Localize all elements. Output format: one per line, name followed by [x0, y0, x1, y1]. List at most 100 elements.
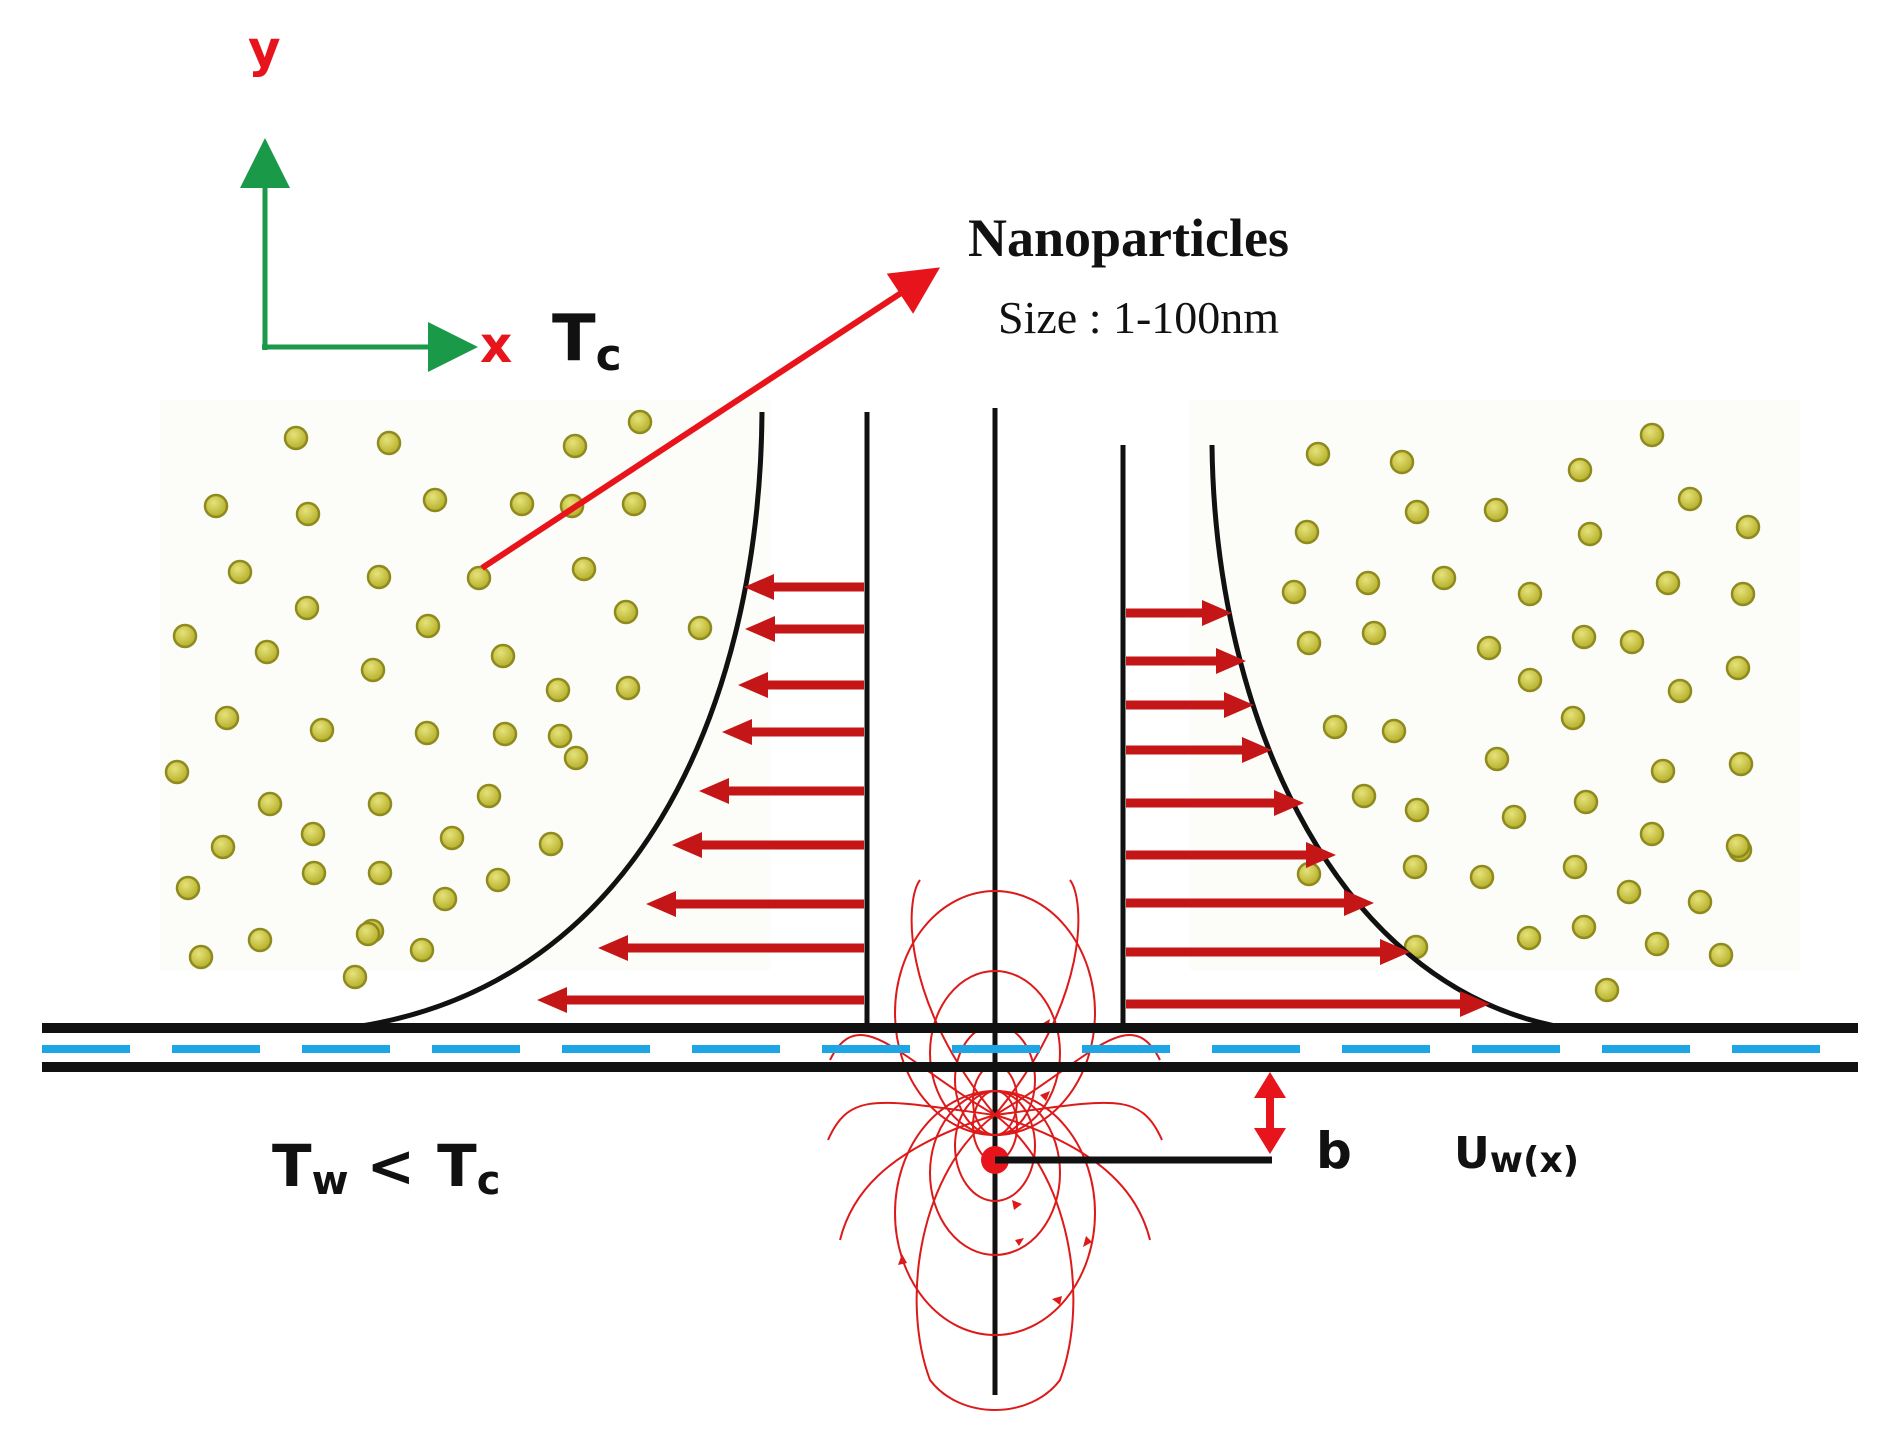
nanoparticle	[613, 599, 639, 625]
nanoparticles-size: Size : 1-100nm	[998, 292, 1279, 343]
nanoparticle	[538, 831, 564, 857]
nanoparticle	[1730, 581, 1756, 607]
velocity-arrow	[722, 719, 864, 745]
nanoparticle	[1483, 497, 1509, 523]
labels: Nanoparticles Size : 1-100nm Tc Tw<Tc b …	[272, 208, 1579, 1204]
wall-temperature-relation: Tw<Tc	[272, 1132, 500, 1204]
nanoparticle	[300, 821, 326, 847]
nanoparticles-title: Nanoparticles	[968, 208, 1289, 268]
y-axis-label: y	[248, 20, 281, 78]
nanoparticle	[1577, 521, 1603, 547]
nanoparticle	[1708, 942, 1734, 968]
nanoparticle	[615, 675, 641, 701]
nanoparticle	[210, 834, 236, 860]
nanoparticle	[1677, 486, 1703, 512]
nanoparticle	[1560, 705, 1586, 731]
nanoparticle	[1351, 783, 1377, 809]
x-axis-label: x	[480, 316, 512, 374]
ambient-temperature-label: Tc	[552, 302, 622, 381]
nanoparticle	[439, 825, 465, 851]
slip-indicator	[995, 1072, 1286, 1164]
nanoparticle	[1644, 931, 1670, 957]
nanoparticle	[203, 493, 229, 519]
nanoparticle	[283, 425, 309, 451]
velocity-arrow	[1126, 737, 1272, 763]
nanoparticle	[1381, 718, 1407, 744]
velocity-arrow	[646, 891, 864, 917]
nanoparticle	[414, 720, 440, 746]
nanoparticle	[1725, 833, 1751, 859]
nanoparticle	[1567, 457, 1593, 483]
velocity-arrow	[699, 778, 864, 804]
velocity-arrow	[738, 672, 864, 698]
nanoparticle	[562, 433, 588, 459]
nanoparticle	[1650, 758, 1676, 784]
nanoparticle	[1501, 804, 1527, 830]
nanoparticle	[1639, 422, 1665, 448]
nanoparticle	[1517, 667, 1543, 693]
velocity-arrow	[1126, 991, 1490, 1017]
nanoparticle	[1476, 635, 1502, 661]
nanoparticle	[214, 705, 240, 731]
nanoparticle	[295, 501, 321, 527]
nanoparticle	[621, 491, 647, 517]
nanoparticle	[545, 677, 571, 703]
nanoparticle	[1484, 746, 1510, 772]
nanoparticle	[1562, 854, 1588, 880]
nanoparticle	[247, 927, 273, 953]
nanoparticle	[1469, 864, 1495, 890]
nanoparticle	[1389, 449, 1415, 475]
nanoparticle	[466, 565, 492, 591]
nanoparticle	[367, 791, 393, 817]
velocity-arrow	[1126, 842, 1336, 868]
nanoparticles-group	[164, 409, 1761, 1003]
nanoparticle	[1639, 821, 1665, 847]
nanoparticle	[422, 487, 448, 513]
nanoparticle	[1594, 977, 1620, 1003]
nanoparticle	[254, 639, 280, 665]
nanoparticle	[1402, 854, 1428, 880]
nanoparticle	[355, 921, 381, 947]
nanoparticle	[376, 430, 402, 456]
nanoparticle	[547, 723, 573, 749]
particle-regions	[160, 400, 1800, 970]
arrow-right-up-icon	[480, 267, 941, 571]
nanoparticle	[1361, 620, 1387, 646]
nanoparticle	[175, 875, 201, 901]
velocity-arrow	[745, 616, 864, 642]
nanoparticle	[1571, 624, 1597, 650]
nanoparticle	[1355, 570, 1381, 596]
nanoparticle	[1404, 797, 1430, 823]
nanoparticle	[1667, 678, 1693, 704]
nanoparticle	[1619, 629, 1645, 655]
nanoparticle	[309, 717, 335, 743]
nanoparticle	[1573, 789, 1599, 815]
stretching-sheet	[42, 1023, 1858, 1072]
nanoparticle	[360, 657, 386, 683]
nanoparticle	[1281, 579, 1307, 605]
nanoparticle	[366, 564, 392, 590]
slip-length-label: b	[1316, 1122, 1352, 1180]
nanoparticle	[172, 623, 198, 649]
velocity-profile-arrows	[537, 574, 1490, 1017]
velocity-arrow	[1126, 600, 1232, 626]
nanoparticle	[257, 791, 283, 817]
nanoparticle	[490, 643, 516, 669]
nanoparticle	[367, 860, 393, 886]
nanoparticle	[687, 615, 713, 641]
nanoparticle	[509, 491, 535, 517]
nanoparticle	[627, 409, 653, 435]
nanoparticle	[227, 559, 253, 585]
nanoparticle	[188, 944, 214, 970]
nanoparticle	[164, 759, 190, 785]
nanoparticle	[1616, 879, 1642, 905]
velocity-arrow	[537, 987, 864, 1013]
nanoparticle	[294, 595, 320, 621]
nanoparticle	[301, 860, 327, 886]
double-headed-arrow-icon	[1254, 1072, 1286, 1154]
nanoparticle	[1517, 581, 1543, 607]
nanoparticle	[563, 745, 589, 771]
nanoparticle	[571, 556, 597, 582]
nanoparticle	[1431, 565, 1457, 591]
